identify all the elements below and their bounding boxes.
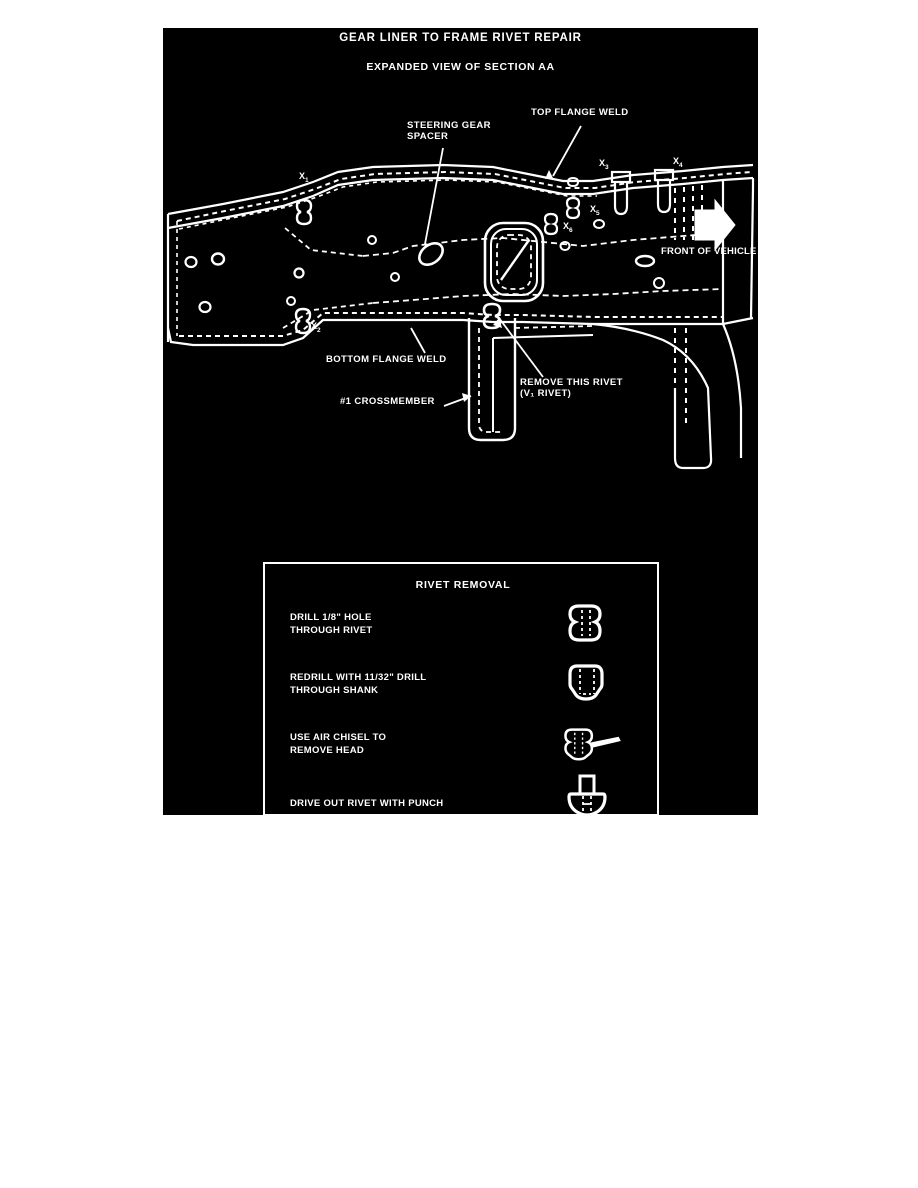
rivet-x5 <box>565 196 581 220</box>
frame-hole <box>559 241 571 251</box>
front-of-vehicle-arrow-icon <box>694 198 736 252</box>
crossmember-outline <box>467 318 517 442</box>
callout-crossmember: #1 CROSSMEMBER <box>340 396 435 407</box>
callout-front-of-vehicle: FRONT OF VEHICLE <box>661 246 757 257</box>
rear-bracket-inner <box>721 323 743 458</box>
section-hatch-region-lower <box>674 328 687 428</box>
rivet-pilot-hole-icon <box>568 604 602 642</box>
rivet-marker-x4: X4 <box>673 156 683 169</box>
bottom-flange-weld-hidden-line <box>179 312 723 337</box>
leader-top-flange-weld <box>552 125 582 177</box>
leader-arrow-top-flange-weld <box>545 170 553 179</box>
rivet-x1 <box>295 198 313 226</box>
gear-liner-opening-outer <box>483 221 545 303</box>
rivet-bored-shank-icon <box>568 664 604 701</box>
frame-hole <box>367 235 377 245</box>
frame-hole <box>293 267 305 279</box>
rivet-removal-step-text: USE AIR CHISEL TO REMOVE HEAD <box>290 732 387 756</box>
frame-top-flange-edge <box>167 163 754 216</box>
frame-hole <box>593 219 605 229</box>
leader-remove-rivet <box>498 317 544 378</box>
right-rail-outer-edge <box>749 178 755 319</box>
rivet-removal-step-text: DRILL 1/8" HOLE THROUGH RIVET <box>290 612 373 636</box>
gear-liner-opening-inner <box>496 234 532 290</box>
rivet-removal-title: RIVET REMOVAL <box>415 579 511 591</box>
frame-hole <box>184 255 198 269</box>
crossmember-flange-hidden <box>514 325 594 329</box>
top-flange-inner-hidden-line <box>178 179 597 230</box>
frame-slot <box>634 254 656 268</box>
leader-steering-gear-spacer <box>424 147 444 245</box>
callout-steering-gear-spacer: STEERING GEAR SPACER <box>407 120 491 142</box>
rivet-x4 <box>653 168 675 214</box>
rivet-punch-icon <box>567 774 607 815</box>
rivet-x3 <box>610 170 632 216</box>
callout-top-flange-weld: TOP FLANGE WELD <box>531 107 629 118</box>
frame-hole <box>390 272 400 282</box>
rivet-removal-panel: RIVET REMOVAL DRILL 1/8" HOLE THROUGH RI… <box>263 562 659 815</box>
frame-rail-drawing <box>166 125 755 470</box>
frame-hole <box>286 296 296 306</box>
rivet-marker-x5: X5 <box>590 204 600 217</box>
leader-arrow-crossmember <box>462 393 471 402</box>
rivet-removal-step-text: DRIVE OUT RIVET WITH PUNCH <box>290 798 444 809</box>
gear-liner-opening-diagonal <box>500 239 530 281</box>
gear-liner-hidden-outline <box>362 232 724 257</box>
rivet-marker-x3: X3 <box>599 158 609 171</box>
gusset-hidden-line <box>284 227 364 257</box>
crossmember-flange-line <box>492 334 594 339</box>
section-hatch-region <box>674 185 703 240</box>
rivet-x6 <box>543 212 559 236</box>
figure-subtitle: EXPANDED VIEW OF SECTION AA <box>366 61 555 73</box>
rivet-head-row <box>566 176 580 188</box>
steering-gear-spacer-shape <box>418 242 444 266</box>
rear-bracket-outline <box>592 322 713 470</box>
frame-upper-contour <box>167 176 754 230</box>
figure-title: GEAR LINER TO FRAME RIVET REPAIR <box>339 32 582 44</box>
leader-bottom-flange-weld <box>410 327 426 354</box>
frame-hole <box>653 277 665 289</box>
rivet-marker-x1: X1 <box>299 171 309 184</box>
rivet-marker-x6: X6 <box>563 221 573 234</box>
rivet-x2 <box>294 307 312 335</box>
rivet-marker-x2: X2 <box>311 321 321 334</box>
gusset-hidden-line-lower <box>282 302 374 329</box>
rivet-v1-remove <box>482 302 502 330</box>
frame-hole <box>210 252 226 266</box>
callout-remove-this-rivet: REMOVE THIS RIVET (V₁ RIVET) <box>520 377 623 399</box>
gear-liner-opening-mid <box>490 228 538 296</box>
crossmember-hidden-line <box>478 328 503 433</box>
gear-liner-hidden-outline-lower <box>372 288 724 304</box>
figure-panel: GEAR LINER TO FRAME RIVET REPAIR EXPANDE… <box>163 28 758 815</box>
leader-arrow-remove-rivet <box>493 318 502 328</box>
callout-bottom-flange-weld: BOTTOM FLANGE WELD <box>326 354 447 365</box>
rivet-removal-step-text: REDRILL WITH 11/32" DRILL THROUGH SHANK <box>290 672 427 696</box>
frame-hole <box>198 300 212 314</box>
rivet-air-chisel-icon <box>564 728 621 761</box>
